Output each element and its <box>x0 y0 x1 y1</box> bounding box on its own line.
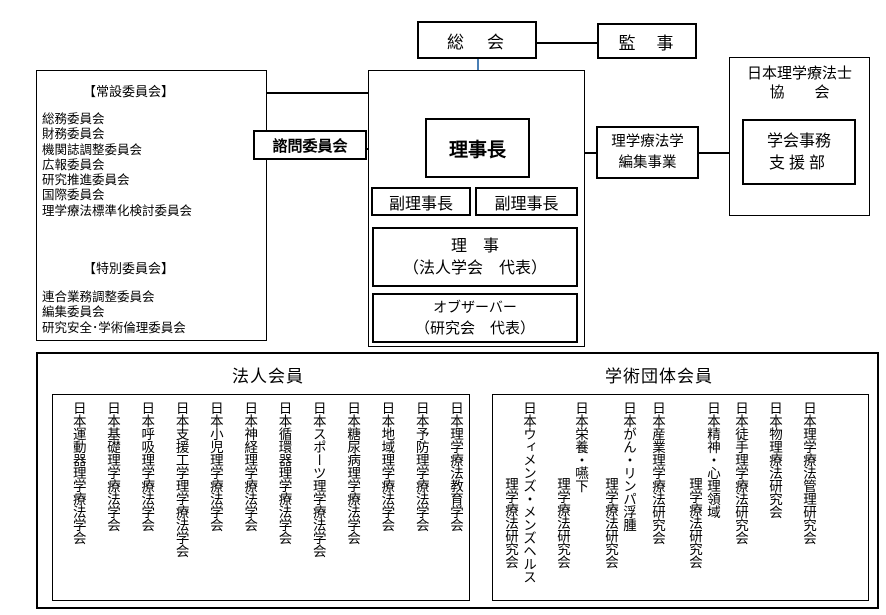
corporate-member: 日本運動器理学療法学会 <box>69 401 86 544</box>
vice-chairman-box-2: 副理事長 <box>475 187 578 216</box>
office-support-subtitle: 支援部 <box>768 153 829 172</box>
academic-member: 日本精神・心理領域理学療法研究会 <box>684 401 720 596</box>
corporate-member: 日本神経理学療法学会 <box>241 401 258 531</box>
academic-member-name: 日本精神・心理領域 <box>704 401 720 518</box>
special-committee-item: 編集委員会 <box>42 304 105 320</box>
editorial-box: 理学療法学 編集事業 <box>596 126 699 179</box>
corporate-member: 日本糖尿病理学療法学会 <box>344 401 361 544</box>
vice-chairman-box-1: 副理事長 <box>371 187 471 216</box>
academic-member-name-2: 理学療法研究会 <box>502 477 518 568</box>
directors-box: 理 事 （法人学会 代表） <box>372 227 578 287</box>
jpta-label: 日本理学療法士 <box>746 64 852 82</box>
chairman-box: 理事長 <box>425 118 530 178</box>
corporate-member: 日本予防理学療法学会 <box>412 401 429 531</box>
vice-chairman-label-2: 副理事長 <box>494 193 559 213</box>
academic-member: 日本がん・リンパ浮腫理学療法研究会 <box>600 401 636 596</box>
academic-members-box: 日本理学療法管理研究会 日本物理療法研究会 日本徒手理学療法研究会日本精神・心理領域… <box>492 394 869 601</box>
members-panel: 法人会員 学術団体会員 日本理学療法教育学会 日本予防理学療法学会日本地域理学療法… <box>36 352 879 609</box>
standing-committee-item: 総務委員会 <box>42 111 105 126</box>
corporate-members-title: 法人会員 <box>232 367 304 387</box>
academic-member: 日本栄養・嚥下理学療法研究会 <box>552 401 588 596</box>
special-committee-list: 連合業務調整委員会編集委員会研究安全･学術倫理委員会 <box>42 289 186 335</box>
academic-member-name-2: 理学療法研究会 <box>602 477 618 568</box>
jpta-box: 日本理学療法士 協 会 学会事務 支援部 <box>729 57 870 216</box>
directors-subtitle: （法人学会 代表） <box>402 258 547 277</box>
special-committee-header: 【特別委員会】 <box>83 262 175 277</box>
advisory-committee-label: 諮問委員会 <box>272 136 348 155</box>
academic-member-name: 日本徒手理学療法研究会 <box>732 401 748 544</box>
standing-committee-item: 研究推進委員会 <box>42 172 130 188</box>
corporate-members-box: 日本理学療法教育学会 日本予防理学療法学会日本地域理学療法学会日本糖尿病理学療法学… <box>52 394 470 601</box>
connector-sokai-kanji <box>537 42 597 44</box>
corporate-member: 日本小児理学療法学会 <box>206 401 223 531</box>
standing-committee-item: 財務委員会 <box>42 126 105 142</box>
jpta-label-2: 協 会 <box>769 83 830 101</box>
general-assembly-box: 総 会 <box>417 21 537 59</box>
observer-box: オブザーバー （研究会 代表） <box>372 293 578 343</box>
corporate-member: 日本地域理学療法学会 <box>378 401 395 531</box>
editorial-label: 理学療法学 <box>611 133 684 150</box>
academic-member-name-2: 理学療法研究会 <box>686 477 702 568</box>
directors-label: 理 事 <box>450 236 499 255</box>
academic-member-name: 日本ウィメンズ・メンズヘルス <box>520 401 536 583</box>
auditor-label: 監 事 <box>618 33 676 54</box>
observer-label: オブザーバー <box>433 300 517 316</box>
general-assembly-label: 総 会 <box>447 32 507 53</box>
corporate-member: 日本循環器理学療法学会 <box>275 401 292 544</box>
connector-sokai-board <box>477 59 479 70</box>
standing-committee-list: 総務委員会財務委員会機関誌調整委員会広報委員会研究推進委員会国際委員会理学療法標… <box>42 111 192 218</box>
auditor-box: 監 事 <box>597 23 697 59</box>
academic-members-title: 学術団体会員 <box>605 367 713 387</box>
academic-member-name: 日本物理療法研究会 <box>766 401 782 518</box>
special-committee-item: 連合業務調整委員会 <box>42 289 155 304</box>
special-committee-item: 研究安全･学術倫理委員会 <box>42 319 186 335</box>
standing-committee-item: 広報委員会 <box>42 156 105 172</box>
editorial-subtitle: 編集事業 <box>618 154 677 171</box>
academic-member-name: 日本理学療法管理研究会 <box>800 401 816 544</box>
office-support-label: 学会事務 <box>766 131 831 150</box>
academic-member-name: 日本産業理学療法研究会 <box>649 401 665 544</box>
academic-member: 日本理学療法管理研究会 <box>798 401 816 596</box>
chairman-label: 理事長 <box>448 138 506 161</box>
academic-member-name: 日本栄養・嚥下 <box>572 401 588 492</box>
academic-member: 日本ウィメンズ・メンズヘルス理学療法研究会 <box>500 401 536 596</box>
standing-committee-header: 【常設委員会】 <box>83 85 175 100</box>
observer-subtitle: （研究会 代表） <box>414 319 535 337</box>
academic-member-name: 日本がん・リンパ浮腫 <box>620 401 636 531</box>
academic-member: 日本産業理学療法研究会 <box>647 401 665 596</box>
vice-chairman-label-1: 副理事長 <box>388 193 453 213</box>
connector-editorial-jpta <box>699 152 729 154</box>
corporate-member: 日本理学療法教育学会 <box>447 401 463 531</box>
connector-committees-board <box>267 92 368 94</box>
corporate-member: 日本基礎理学療法学会 <box>104 401 120 531</box>
corporate-member: 日本スポーツ理学療法学会 <box>309 401 326 557</box>
standing-committee-item: 理学療法標準化検討委員会 <box>42 202 193 218</box>
corporate-member: 日本呼吸理学療法学会 <box>138 401 155 531</box>
office-support-box: 学会事務 支援部 <box>742 119 856 185</box>
standing-committee-item: 国際委員会 <box>42 187 105 203</box>
advisory-committee-box: 諮問委員会 <box>253 130 367 160</box>
corporate-member: 日本支援工学理学療法学会 <box>172 401 189 557</box>
academic-member: 日本徒手理学療法研究会 <box>730 401 748 596</box>
academic-member-name-2: 理学療法研究会 <box>554 477 570 568</box>
academic-member: 日本物理療法研究会 <box>764 401 782 596</box>
standing-committee-item: 機関誌調整委員会 <box>42 141 143 157</box>
committees-panel: 【常設委員会】 総務委員会財務委員会機関誌調整委員会広報委員会研究推進委員会国際… <box>36 70 267 341</box>
